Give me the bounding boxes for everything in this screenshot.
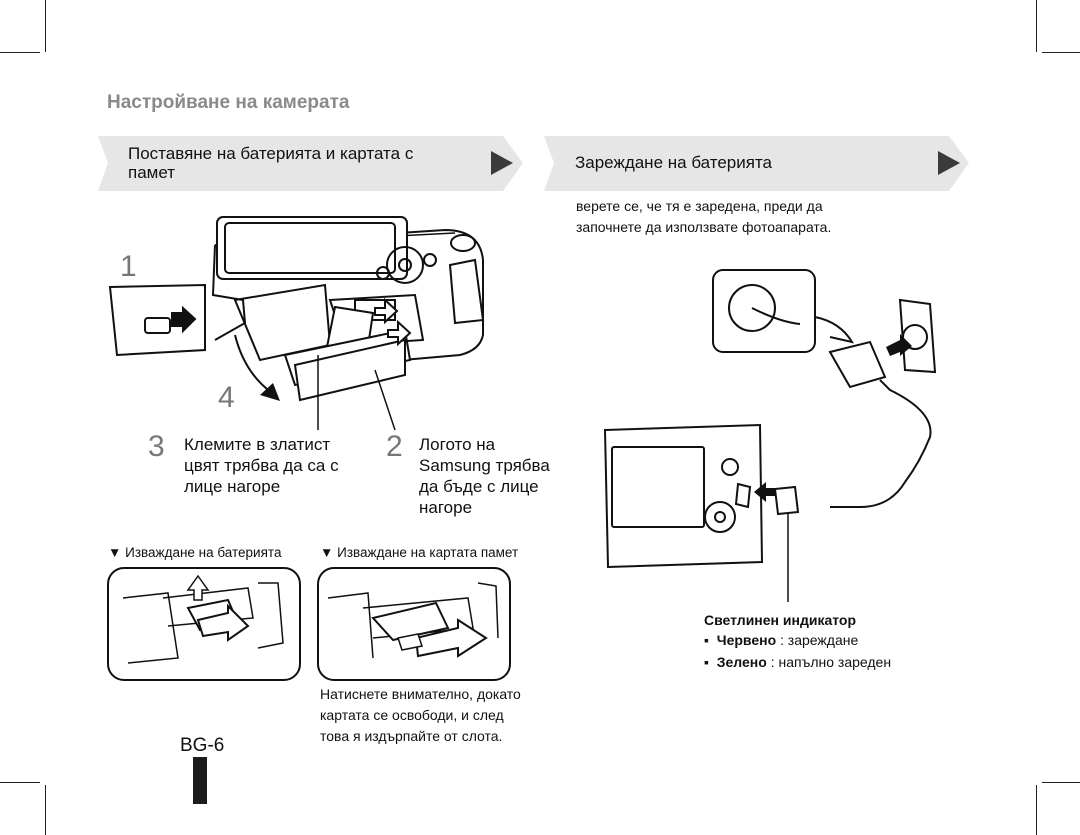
- step-number: 3: [148, 430, 165, 463]
- section-banner-charge: Зареждане на батерията: [544, 136, 969, 191]
- step-text-line: Логото на: [419, 435, 496, 454]
- crop-mark: [1036, 785, 1037, 835]
- step-text-line: Клемите в златист: [184, 435, 331, 454]
- crop-mark: [1042, 782, 1080, 783]
- crop-mark: [45, 785, 46, 835]
- banner-background: [544, 136, 969, 191]
- remove-card-caption: ▼ Изваждане на картата памет: [320, 545, 519, 560]
- camera-open-illustration: [108, 216, 485, 431]
- crop-mark: [0, 52, 40, 53]
- bullet: ▪: [704, 654, 717, 670]
- bullet: ▪: [704, 632, 717, 648]
- page-title: Настройване на камерата: [107, 92, 350, 113]
- banner-heading-line1: Поставяне на батерията и картата с: [128, 144, 414, 163]
- indicator-label: Зелено: [716, 654, 767, 670]
- section-banner-insert: Поставяне на батерията и картата с памет: [98, 136, 523, 191]
- step-text-line: лице нагоре: [184, 477, 281, 496]
- charger-illustration: [603, 269, 937, 602]
- step-text-line: цвят трябва да са с: [184, 456, 339, 475]
- step-text-line: нагоре: [419, 498, 473, 517]
- play-arrow-icon: [491, 151, 513, 175]
- step-number: 1: [120, 250, 137, 283]
- page-number: BG-6: [180, 735, 225, 756]
- indicator-desc: : зареждане: [776, 632, 859, 648]
- step-text-line: да бъде с лице: [419, 477, 539, 496]
- card-note: Натиснете внимателно, докато картата се …: [320, 684, 521, 747]
- play-arrow-icon: [938, 151, 960, 175]
- indicator-desc: : напълно зареден: [766, 654, 892, 670]
- crop-mark: [1042, 52, 1080, 53]
- step-text-line: Samsung трябва: [419, 456, 550, 475]
- crop-mark: [0, 782, 40, 783]
- remove-battery-caption: ▼ Изваждане на батерията: [108, 545, 282, 560]
- thumb-tab: [193, 757, 207, 804]
- battery-removal-illustration: [107, 567, 301, 681]
- charge-intro-line: верете се, че тя е заредена, преди да: [576, 198, 823, 214]
- indicator-item: ▪ Зелено : напълно зареден: [704, 654, 891, 670]
- indicator-label: Червено: [716, 632, 777, 648]
- indicator-title: Светлинен индикатор: [704, 612, 857, 628]
- crop-mark: [45, 0, 46, 52]
- card-note-line: това я издърпайте от слота.: [320, 728, 503, 744]
- card-note-line: Натиснете внимателно, докато: [320, 686, 521, 702]
- banner-heading-line2: памет: [128, 163, 176, 182]
- card-removal-illustration: [317, 567, 511, 681]
- banner-heading: Зареждане на батерията: [575, 153, 773, 172]
- banner-background: [98, 136, 523, 191]
- indicator-item: ▪ Червено : зареждане: [704, 632, 858, 648]
- step-2-text: Логото на Samsung трябва да бъде с лице …: [419, 434, 550, 518]
- charge-intro-line: започнете да използвате фотоапарата.: [576, 219, 832, 235]
- step-number: 4: [218, 381, 235, 414]
- charge-intro: верете се, че тя е заредена, преди да за…: [576, 196, 831, 238]
- card-note-line: картата се освободи, и след: [320, 707, 504, 723]
- step-number: 2: [386, 430, 403, 463]
- step-3-text: Клемите в златист цвят трябва да са с ли…: [184, 434, 339, 497]
- crop-mark: [1036, 0, 1037, 52]
